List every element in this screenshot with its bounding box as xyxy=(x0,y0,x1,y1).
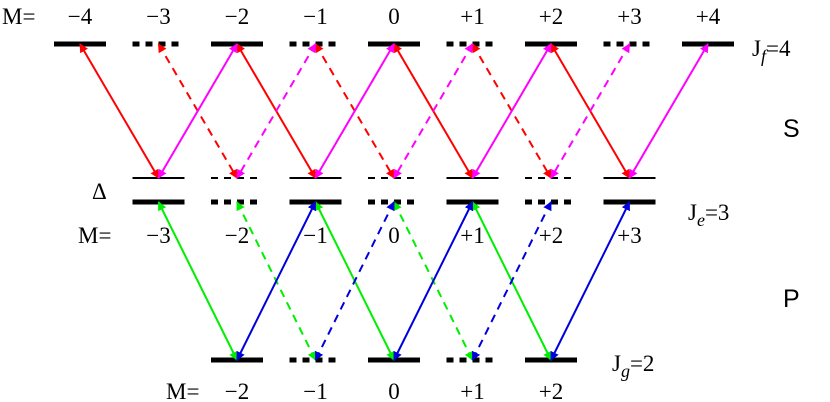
top-m-label: +1 xyxy=(460,4,484,29)
bottom-m-labels: −2 −1 0 +1 +2 xyxy=(225,379,563,402)
jf-base: J xyxy=(752,36,761,61)
top-m-label: −1 xyxy=(303,4,327,29)
middle-m-label: 0 xyxy=(388,223,400,248)
top-m-label: −3 xyxy=(146,4,170,29)
delta-label: Δ xyxy=(92,179,107,204)
top-m-label: −2 xyxy=(225,4,249,29)
top-m-label: +2 xyxy=(539,4,563,29)
magenta-arrow-7 xyxy=(550,43,631,179)
magenta-arrow-3 xyxy=(236,43,317,179)
bottom-m-label: −2 xyxy=(225,379,249,402)
je-value: =3 xyxy=(705,200,729,225)
transition-s-label: S xyxy=(783,115,800,143)
magenta-arrow-5 xyxy=(393,43,474,179)
blue-arrow-5 xyxy=(393,201,474,361)
top-m-label: −4 xyxy=(68,4,93,29)
bottom-m-prefix: M= xyxy=(166,379,199,402)
red-arrow-0 xyxy=(79,43,160,179)
transition-p-label: P xyxy=(783,285,800,313)
middle-m-prefix: M= xyxy=(78,223,111,248)
magenta-arrow-2 xyxy=(157,43,238,179)
bottom-m-label: 0 xyxy=(388,379,400,402)
jf-sub: f xyxy=(761,46,769,66)
blue-arrow-4 xyxy=(314,201,395,361)
middle-m-label: +1 xyxy=(460,223,484,248)
middle-m-label: −2 xyxy=(225,223,249,248)
je-base: J xyxy=(688,200,697,225)
blue-arrow-6 xyxy=(471,201,552,361)
jg-label: Jg=2 xyxy=(612,351,654,381)
green-arrow-1 xyxy=(157,201,238,361)
magenta-arrow-4 xyxy=(314,43,395,179)
middle-m-label: −1 xyxy=(303,223,327,248)
je-label: Je=3 xyxy=(688,200,729,230)
top-m-label: +4 xyxy=(696,4,721,29)
top-m-label: +3 xyxy=(617,4,641,29)
blue-arrow-7 xyxy=(550,201,631,361)
top-m-labels: −4 −3 −2 −1 0 +1 +2 +3 +4 xyxy=(68,4,721,29)
jf-label: Jf=4 xyxy=(752,36,791,66)
bottom-m-label: +1 xyxy=(460,379,484,402)
transition-arrows xyxy=(79,43,709,361)
top-m-label: 0 xyxy=(388,4,400,29)
bottom-m-label: +2 xyxy=(539,379,563,402)
magenta-arrow-8 xyxy=(628,43,709,179)
blue-arrow-3 xyxy=(236,201,317,361)
middle-m-labels: −3 −2 −1 0 +1 +2 +3 xyxy=(146,223,641,248)
top-m-prefix: M= xyxy=(2,4,35,29)
jf-value: =4 xyxy=(766,36,791,61)
je-sub: e xyxy=(697,210,705,230)
jg-value: =2 xyxy=(630,351,654,376)
middle-m-label: +2 xyxy=(539,223,563,248)
jg-base: J xyxy=(612,351,621,376)
bottom-m-label: −1 xyxy=(303,379,327,402)
magenta-arrow-6 xyxy=(471,43,552,179)
middle-m-label: −3 xyxy=(146,223,170,248)
jg-sub: g xyxy=(621,361,630,381)
middle-m-label: +3 xyxy=(617,223,641,248)
